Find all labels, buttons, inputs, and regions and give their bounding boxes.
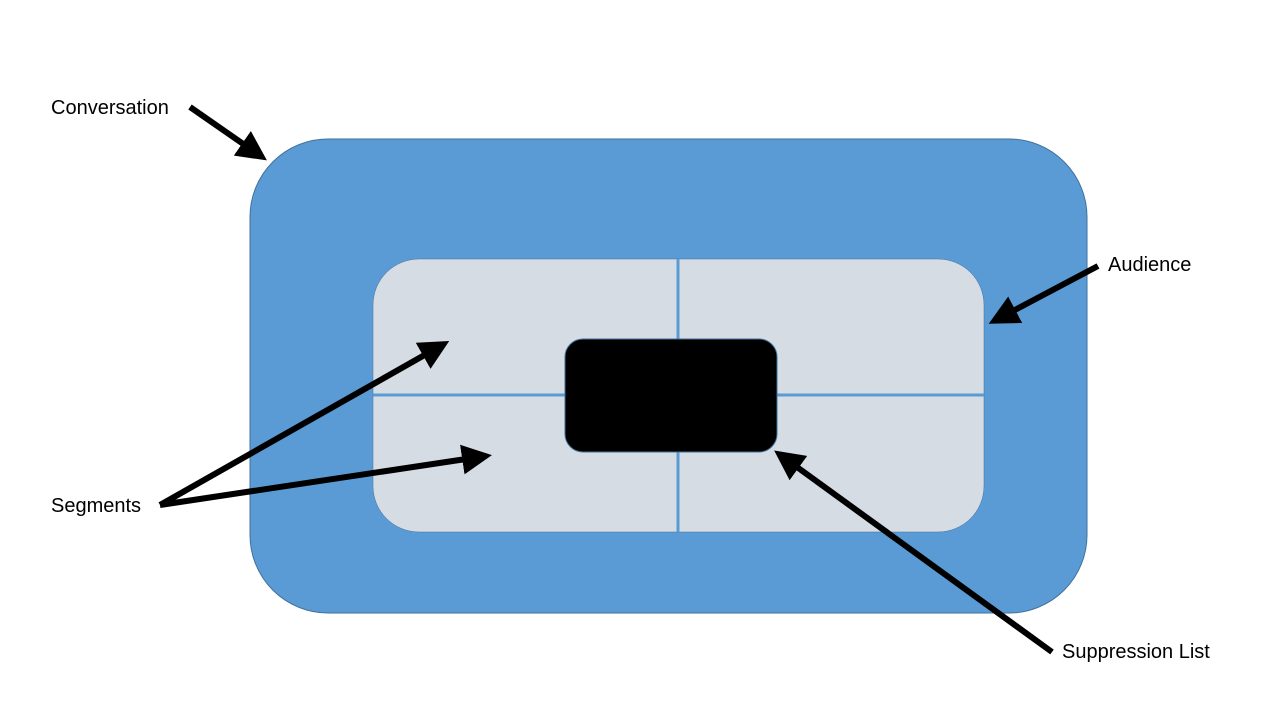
suppression-list-label: Suppression List — [1062, 641, 1210, 663]
arrow-audience — [988, 263, 1100, 324]
audience-label: Audience — [1108, 254, 1192, 276]
arrow-suppression-list — [774, 450, 1054, 655]
suppression-list-box — [564, 338, 778, 453]
conversation-label: Conversation — [51, 97, 169, 119]
arrow-conversation — [188, 104, 267, 161]
segments-label: Segments — [51, 495, 142, 517]
arrow-segments-upper — [158, 341, 450, 508]
arrow-segments-lower — [159, 444, 492, 508]
